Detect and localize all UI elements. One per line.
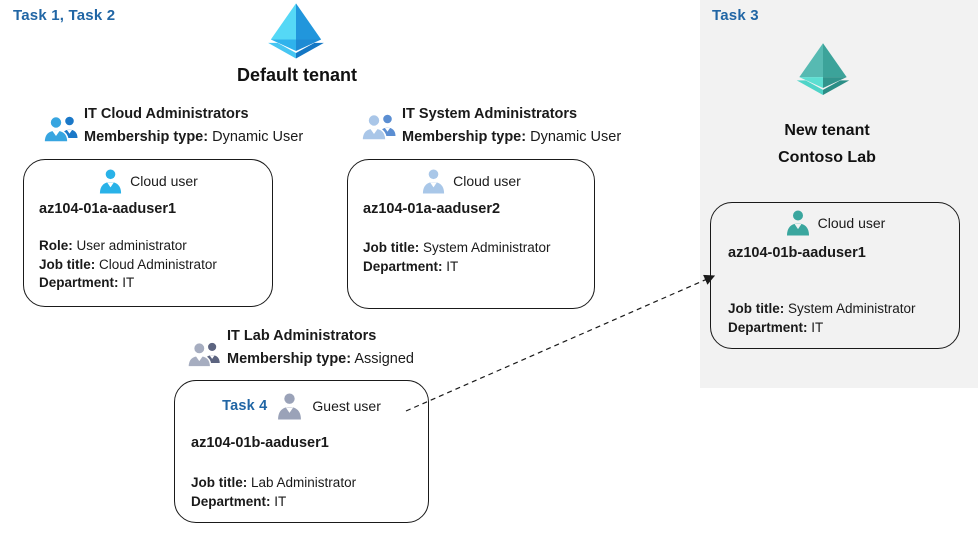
attr-job-title: Job title: Lab Administrator <box>191 475 357 490</box>
attr-department: Department: IT <box>363 258 459 274</box>
attr-job-title: Job title: Cloud Administrator <box>39 256 217 272</box>
person-icon-lightblue <box>421 167 446 195</box>
attr-job-title: Job title: System Administrator <box>363 240 551 255</box>
group-people-icon-blue <box>42 111 82 147</box>
guest-user-box: Task 4 Guest user az104-01b-aaduser1 Job… <box>174 380 429 523</box>
attr-department: Department: IT <box>728 319 824 335</box>
cloud-user-box-1: Cloud user az104-01a-aaduser1 Role: User… <box>23 159 273 307</box>
new-tenant-cloud-user-box: Cloud user az104-01b-aaduser1 Job title:… <box>710 202 960 349</box>
user-type-label: Cloud user <box>130 173 198 189</box>
azure-tenant-icon-teal <box>791 41 855 103</box>
attr-role: Role: User administrator <box>39 238 187 253</box>
new-tenant-title-line1: New tenant <box>784 122 870 139</box>
box4-header: Cloud user <box>711 208 959 237</box>
azure-tenant-icon-blue <box>262 2 330 66</box>
user-attrs: Job title: Lab Administrator Department:… <box>191 474 356 511</box>
person-icon-teal <box>785 208 811 237</box>
box2-header: Cloud user <box>348 167 594 195</box>
user-name: az104-01a-aaduser1 <box>39 201 177 217</box>
user-attrs: Job title: System Administrator Departme… <box>363 239 551 276</box>
user-name: az104-01b-aaduser1 <box>728 245 866 261</box>
attr-department: Department: IT <box>39 275 135 290</box>
person-icon-blue <box>98 167 123 195</box>
group-people-icon-gray <box>186 338 224 371</box>
task-3-label: Task 3 <box>712 7 759 24</box>
user-type-label: Cloud user <box>453 173 521 189</box>
box1-header: Cloud user <box>24 167 272 195</box>
group-people-icon-lightblue <box>360 109 400 145</box>
user-attrs: Job title: System Administrator Departme… <box>728 300 916 337</box>
user-attrs: Role: User administrator Job title: Clou… <box>39 237 217 293</box>
group-membership-system-admins: Membership type: Dynamic User <box>402 129 622 145</box>
default-tenant-title: Default tenant <box>236 65 357 85</box>
group-membership-cloud-admins: Membership type: Dynamic User <box>84 129 304 145</box>
cloud-user-box-2: Cloud user az104-01a-aaduser2 Job title:… <box>347 159 595 309</box>
group-title-lab-admins: IT Lab Administrators <box>227 328 377 344</box>
new-tenant-title-line2: Contoso Lab <box>778 149 876 166</box>
user-name: az104-01b-aaduser1 <box>191 435 329 451</box>
group-title-system-admins: IT System Administrators <box>402 106 578 122</box>
task-1-2-label: Task 1, Task 2 <box>13 7 116 24</box>
user-type-label: Guest user <box>312 398 381 414</box>
attr-department: Department: IT <box>191 493 287 509</box>
box3-header: Task 4 Guest user <box>175 391 428 421</box>
person-icon-gray <box>276 391 303 421</box>
task-4-label: Task 4 <box>222 398 268 414</box>
group-title-cloud-admins: IT Cloud Administrators <box>84 106 249 122</box>
user-name: az104-01a-aaduser2 <box>363 201 501 217</box>
attr-job-title: Job title: System Administrator <box>728 301 916 316</box>
user-type-label: Cloud user <box>817 214 886 231</box>
new-tenant-panel <box>700 0 978 388</box>
group-membership-lab-admins: Membership type: Assigned <box>227 351 414 367</box>
